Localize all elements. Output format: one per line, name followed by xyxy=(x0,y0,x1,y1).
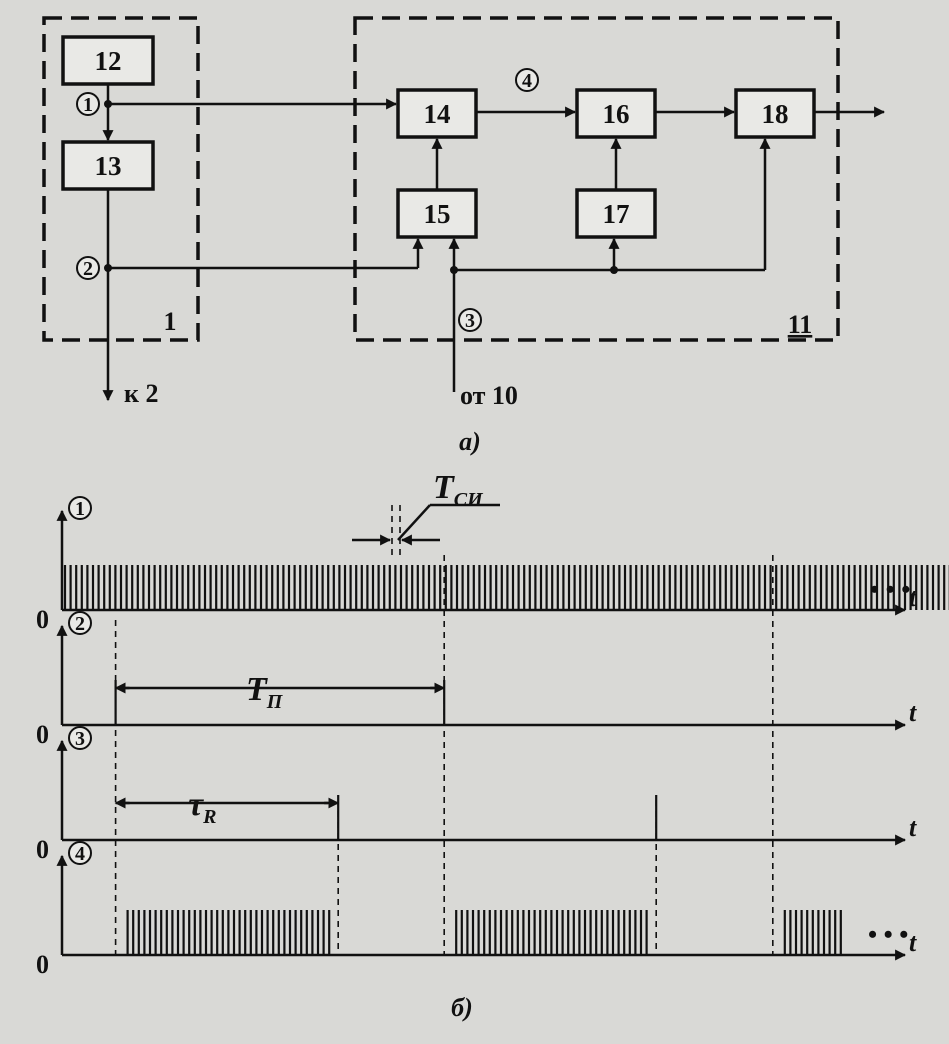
channel-label-3: 3 xyxy=(75,728,85,750)
group-1-label: 1 xyxy=(164,307,177,336)
channel-marker-4 xyxy=(68,841,92,865)
T-sync-label: TСИ xyxy=(433,469,484,511)
to-2-label: к 2 xyxy=(124,379,158,408)
zero-label-2: 0 xyxy=(36,720,49,749)
part-b-label: б) xyxy=(451,993,473,1022)
marker-2: 2 xyxy=(76,256,100,280)
from-10-label: от 10 xyxy=(460,381,518,410)
marker-4-text: 4 xyxy=(522,70,532,92)
marker-4: 4 xyxy=(515,68,539,92)
channel-marker-1 xyxy=(68,496,92,520)
marker-3: 3 xyxy=(458,308,482,332)
t-label-3: t xyxy=(909,813,917,842)
block-16: 16 xyxy=(575,88,657,139)
block-15-label: 15 xyxy=(424,199,451,229)
block-14: 14 xyxy=(396,88,478,139)
group-11-label: 11 xyxy=(788,310,813,339)
channel-label-1: 1 xyxy=(75,498,85,520)
t-label-4: t xyxy=(909,928,917,957)
ellipsis-4: • • • xyxy=(868,920,908,949)
zero-label-4: 0 xyxy=(36,950,49,979)
zero-label-3: 0 xyxy=(36,835,49,864)
block-18: 18 xyxy=(734,88,816,139)
block-17-label: 17 xyxy=(603,199,630,229)
marker-2-text: 2 xyxy=(83,258,93,280)
block-14-label: 14 xyxy=(424,99,451,129)
block-13: 13 xyxy=(61,140,155,191)
tau-label: τR xyxy=(188,786,216,828)
group-box-1 xyxy=(42,16,200,342)
zero-label-1: 0 xyxy=(36,605,49,634)
marker-3-text: 3 xyxy=(465,310,475,332)
channel-marker-2 xyxy=(68,611,92,635)
marker-1: 1 xyxy=(76,92,100,116)
ellipsis-1: • • • xyxy=(870,575,910,604)
block-12-label: 12 xyxy=(95,46,122,76)
marker-1-text: 1 xyxy=(83,94,93,116)
part-a-label: а) xyxy=(459,427,481,456)
channel-label-2: 2 xyxy=(75,613,85,635)
channel-label-4: 4 xyxy=(75,843,85,865)
block-15: 15 xyxy=(396,188,478,239)
block-13-label: 13 xyxy=(95,151,122,181)
t-label-2: t xyxy=(909,698,917,727)
channel-marker-3 xyxy=(68,726,92,750)
wires xyxy=(102,84,886,402)
T-period-label: TП xyxy=(246,671,284,713)
group-box-11 xyxy=(353,16,840,342)
t-label-1: t xyxy=(909,583,917,612)
block-12: 12 xyxy=(61,35,155,86)
block-18-label: 18 xyxy=(762,99,789,129)
tsi-leader xyxy=(397,504,431,541)
block-16-label: 16 xyxy=(603,99,630,129)
block-17: 17 xyxy=(575,188,657,239)
